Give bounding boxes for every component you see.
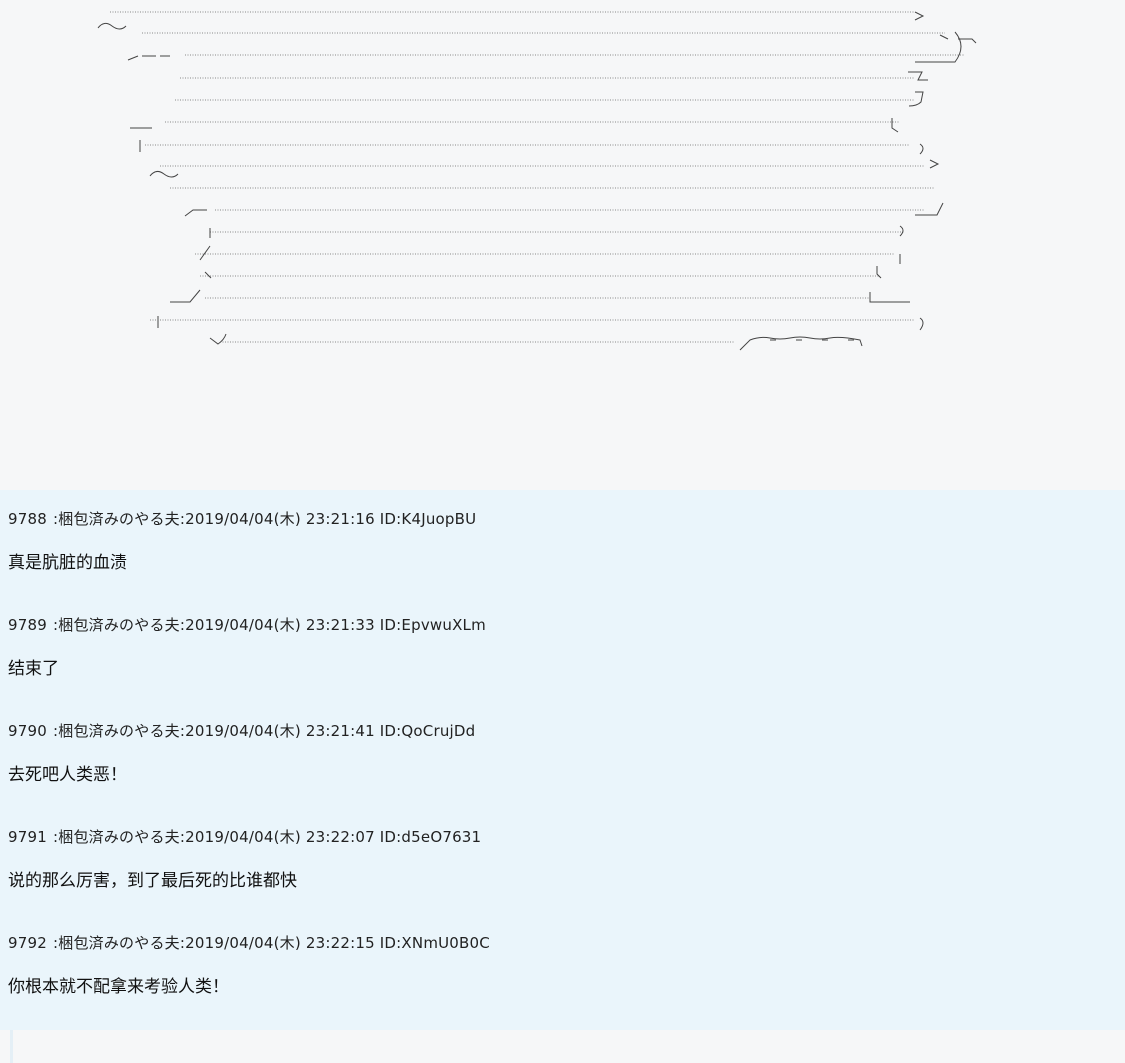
- poster-name: 梱包済みのやる夫: [58, 934, 180, 952]
- post-header: 9789:梱包済みのやる夫:2019/04/04(木) 23:21:33 ID:…: [8, 614, 486, 635]
- post-header: 9790:梱包済みのやる夫:2019/04/04(木) 23:21:41 ID:…: [8, 720, 475, 741]
- post-number[interactable]: 9791: [8, 828, 47, 846]
- post-number[interactable]: 9789: [8, 616, 47, 634]
- post-body: 说的那么厉害，到了最后死的比谁都快: [8, 871, 297, 891]
- poster-name: 梱包済みのやる夫: [58, 828, 180, 846]
- post-body: 去死吧人类恶！: [8, 765, 127, 785]
- post-date: 2019/04/04(木) 23:21:33: [185, 616, 375, 634]
- post-body: 结束了: [8, 659, 59, 679]
- post-separator: :: [179, 616, 186, 634]
- poster-id: ID:XNmU0B0C: [379, 934, 490, 952]
- post-separator: :: [52, 722, 59, 740]
- ascii-art: [97, 11, 977, 351]
- post-date: 2019/04/04(木) 23:22:07: [185, 828, 375, 846]
- post-date: 2019/04/04(木) 23:21:41: [185, 722, 375, 740]
- poster-id: ID:QoCrujDd: [379, 722, 476, 740]
- post-date: 2019/04/04(木) 23:22:15: [185, 934, 375, 952]
- post-separator: :: [179, 828, 186, 846]
- post-separator: :: [52, 828, 59, 846]
- post-number[interactable]: 9788: [8, 510, 47, 528]
- post-header: 9788:梱包済みのやる夫:2019/04/04(木) 23:21:16 ID:…: [8, 508, 476, 529]
- page-footer-area: [0, 1030, 1125, 1063]
- poster-id: ID:EpvwuXLm: [379, 616, 486, 634]
- post-body: 真是肮脏的血渍: [8, 553, 127, 573]
- post-number[interactable]: 9792: [8, 934, 47, 952]
- post-separator: :: [179, 510, 186, 528]
- post-header: 9792:梱包済みのやる夫:2019/04/04(木) 23:22:15 ID:…: [8, 932, 490, 953]
- post-date: 2019/04/04(木) 23:21:16: [185, 510, 375, 528]
- post-number[interactable]: 9790: [8, 722, 47, 740]
- poster-name: 梱包済みのやる夫: [58, 510, 180, 528]
- post-separator: :: [179, 934, 186, 952]
- poster-name: 梱包済みのやる夫: [58, 722, 180, 740]
- post-separator: :: [52, 616, 59, 634]
- thread-posts: 9788:梱包済みのやる夫:2019/04/04(木) 23:21:16 ID:…: [0, 490, 1125, 1030]
- post-separator: :: [52, 934, 59, 952]
- poster-id: ID:K4JuopBU: [379, 510, 477, 528]
- post-header: 9791:梱包済みのやる夫:2019/04/04(木) 23:22:07 ID:…: [8, 826, 481, 847]
- post-body: 你根本就不配拿来考验人类！: [8, 977, 229, 997]
- divider: [10, 1030, 13, 1063]
- ascii-art-panel: [10, 0, 1125, 490]
- poster-name: 梱包済みのやる夫: [58, 616, 180, 634]
- post-separator: :: [179, 722, 186, 740]
- poster-id: ID:d5eO7631: [379, 828, 482, 846]
- post-separator: :: [52, 510, 59, 528]
